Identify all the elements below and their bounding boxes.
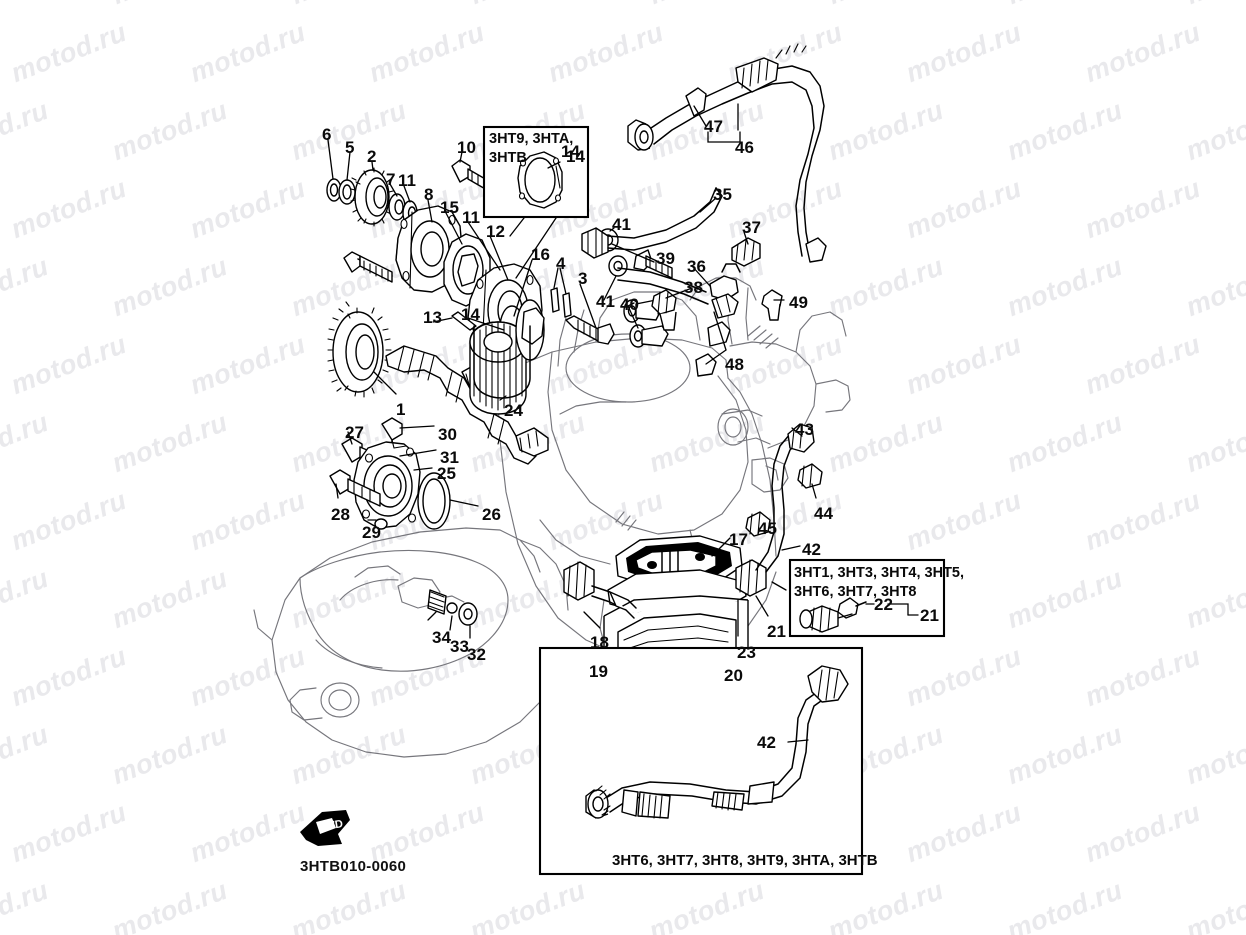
part-number-3: 3 [578, 269, 588, 288]
callout-box-3ht9-part-14: 14 [561, 142, 580, 161]
part-28-bolt [329, 469, 381, 507]
part-number-16: 16 [531, 245, 550, 264]
part-number-5: 5 [345, 138, 355, 157]
part-7-collar [388, 193, 406, 221]
part-number-44: 44 [814, 504, 833, 523]
part-number-18: 18 [590, 633, 609, 652]
part-number-46: 46 [735, 138, 754, 157]
part-16-filter-element [469, 321, 527, 415]
diagram-code: 3HTB010-0060 [300, 858, 407, 875]
callout-box-3ht6-caption: 3HT6, 3HT7, 3HT8, 3HT9, 3HTA, 3HTB [612, 852, 878, 869]
part-number-26: 26 [482, 505, 501, 524]
part-26-o-ring [417, 472, 451, 530]
part-number-38: 38 [684, 278, 703, 297]
part-41-washer-b [608, 255, 628, 277]
part-number-31: 31 [440, 448, 459, 467]
part-number-25: 25 [437, 464, 456, 483]
callout-box-3ht6 [538, 646, 864, 876]
part-number-19: 19 [589, 662, 608, 681]
part-number-35: 35 [713, 185, 732, 204]
part-number-14: 14 [461, 305, 480, 324]
part-number-47: 47 [704, 117, 723, 136]
part-number-28: 28 [331, 505, 350, 524]
part-48-oil-jet [695, 293, 739, 377]
part-number-41: 41 [612, 215, 631, 234]
part-number-33: 33 [450, 637, 469, 656]
part-number-7: 7 [386, 170, 396, 189]
part-number-30: 30 [438, 425, 457, 444]
part-number-4: 4 [556, 254, 566, 273]
part-9-bolt [343, 251, 393, 283]
part-number-11: 11 [398, 171, 416, 190]
callout-box-3ht6-part-42: 42 [757, 733, 776, 752]
callout-box-3ht9-line1: 3HT9, 3HTA, [489, 131, 574, 147]
part-number-10: 10 [457, 138, 476, 157]
part-4-pins [550, 287, 572, 318]
part-13-dowel-pin [451, 311, 477, 331]
fwd-arrow [300, 810, 350, 846]
part-number-36: 36 [687, 257, 706, 276]
callout-box-3ht1-line1: 3HT1, 3HT3, 3HT4, 3HT5, [794, 565, 965, 581]
part-number-48: 48 [725, 355, 744, 374]
callout-box-3ht9-line2: 3HTB [489, 150, 527, 166]
part-number-34: 34 [432, 628, 451, 647]
part-39-union-bolt [581, 227, 609, 259]
part-number-49: 49 [789, 293, 808, 312]
part-number-29: 29 [362, 523, 381, 542]
part-number-43: 43 [795, 420, 814, 439]
engine-ribs [615, 325, 779, 531]
part-33-ball [446, 602, 458, 614]
part-number-1: 1 [396, 400, 406, 419]
part-number-8: 8 [424, 185, 434, 204]
part-number-15: 15 [440, 198, 459, 217]
part-number-45: 45 [758, 519, 777, 538]
part-2-pump-drive-gear [350, 167, 394, 227]
part-29-dowel [374, 518, 388, 530]
callout-box-3ht1-part-22: 22 [874, 595, 893, 614]
part-number-42: 42 [802, 540, 821, 559]
part-number-12: 12 [486, 222, 505, 241]
part-35-oil-pipe [607, 187, 723, 305]
box3-hose-42 [585, 665, 849, 819]
part-6-circlip [326, 178, 342, 202]
part-number-2: 2 [367, 147, 377, 166]
part-3-bolt-a [565, 315, 615, 345]
part-49-bolt [761, 289, 783, 321]
ghost-crankcase-left [253, 527, 569, 758]
part-38-bolt [651, 289, 677, 331]
part-number-37: 37 [742, 218, 761, 237]
part-number-11: 11 [462, 208, 480, 227]
part-number-23: 23 [737, 643, 756, 662]
part-25-cover-plate [353, 439, 421, 529]
part-number-21: 21 [767, 622, 786, 641]
part-number-40: 40 [620, 295, 639, 314]
part-number-27: 27 [345, 423, 364, 442]
part-number-41: 41 [596, 292, 615, 311]
part-5-washer [338, 179, 356, 205]
part-number-17: 17 [729, 530, 748, 549]
part-number-20: 20 [724, 666, 743, 685]
part-1-driven-gear [327, 301, 392, 398]
part-34-spring [427, 589, 447, 615]
part-number-39: 39 [656, 249, 675, 268]
part-number-14: 14 [566, 147, 585, 166]
part-37-clamp [731, 237, 761, 267]
part-46-47-oil-hose [627, 43, 827, 263]
part-number-6: 6 [322, 125, 332, 144]
callout-box-3ht1-line2: 3HT6, 3HT7, 3HT8 [794, 584, 917, 600]
part-36-pipe-fitting [709, 263, 741, 301]
callout-box-3ht1-part-21: 21 [920, 606, 939, 625]
part-number-32: 32 [467, 645, 486, 664]
part-number-24: 24 [504, 401, 523, 420]
box2-parts [799, 597, 867, 633]
part-32-seat [458, 602, 478, 626]
part-number-13: 13 [423, 308, 442, 327]
